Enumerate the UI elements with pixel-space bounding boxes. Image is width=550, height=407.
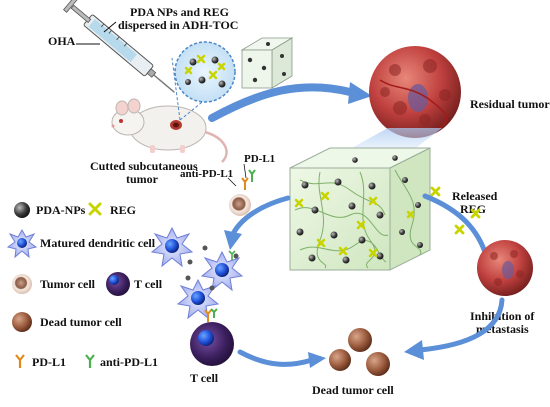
legend-anti-pdl1-label: anti-PD-L1 (100, 355, 158, 369)
syringe (63, 0, 175, 93)
legend: PDA-NPs REG Matured dendritic cell Tumor… (6, 202, 163, 369)
zoom-bubble (171, 41, 236, 121)
t-cell-attacking (190, 308, 234, 366)
legend-reg-label: REG (110, 203, 136, 217)
legend-item-pda-nps: PDA-NPs (14, 202, 86, 218)
arrow-metastasis-to-dead (417, 297, 505, 353)
injection-label-line2: dispersed in ADH-TOC (118, 18, 238, 32)
dead-tumor-bottom-label: Dead tumor cell (312, 383, 394, 397)
legend-item-reg: REG (88, 202, 136, 217)
legend-dead-label: Dead tumor cell (40, 315, 122, 329)
hydrogel-cube-small (240, 37, 294, 89)
dendritic-cluster (150, 226, 244, 320)
legend-item-tumor-cell: Tumor cell (12, 274, 96, 294)
legend-item-dendritic: Matured dendritic cell (6, 228, 156, 259)
hydrogel-cube-large (289, 147, 431, 271)
arrow-head-dead-right (404, 340, 424, 360)
arrow-to-immune (229, 195, 291, 239)
arrow-to-residual-tumor (208, 83, 354, 122)
released-label-line2: REG (460, 202, 486, 216)
t-cell-bottom-label: T cell (190, 371, 219, 385)
legend-dendritic-label: Matured dendritic cell (40, 236, 156, 250)
arrow-head-residual (348, 82, 372, 104)
oha-label: OHA (48, 34, 76, 48)
injection-label: PDA NPs and REG (130, 5, 229, 19)
dead-tumor-cells (329, 328, 390, 376)
arrow-head-immune (224, 230, 242, 250)
injection-pointer (103, 21, 117, 33)
metastasis-tumor (477, 240, 533, 296)
legend-item-anti-pdl1: anti-PD-L1 (85, 354, 158, 369)
pdl1-top-label: PD-L1 (244, 153, 275, 165)
cutted-label-line2: tumor (126, 172, 159, 186)
inhibition-label: Inhibition of (470, 309, 535, 323)
residual-tumor-label: Residual tumor (470, 97, 550, 111)
legend-item-t-cell: T cell (106, 272, 163, 296)
residual-tumor (369, 46, 461, 138)
cutted-label: Cutted subcutaneous (90, 159, 198, 173)
anti-pdl1-top-label: anti-PD-L1 (180, 168, 233, 180)
tumor-cell-with-pdl1 (227, 163, 256, 216)
legend-item-dead-tumor: Dead tumor cell (12, 312, 122, 332)
legend-tumor-label: Tumor cell (40, 277, 96, 291)
legend-pda-label: PDA-NPs (36, 203, 86, 217)
released-label: Released (452, 189, 498, 203)
legend-pdl1-label: PD-L1 (32, 355, 66, 369)
arrow-head-dead-left (308, 352, 326, 368)
legend-item-pdl1: PD-L1 (15, 354, 66, 369)
mouse (111, 98, 228, 163)
arrow-tcell-to-dead (237, 349, 315, 367)
legend-t-cell-label: T cell (134, 277, 163, 291)
released-reg-marks (430, 186, 481, 235)
